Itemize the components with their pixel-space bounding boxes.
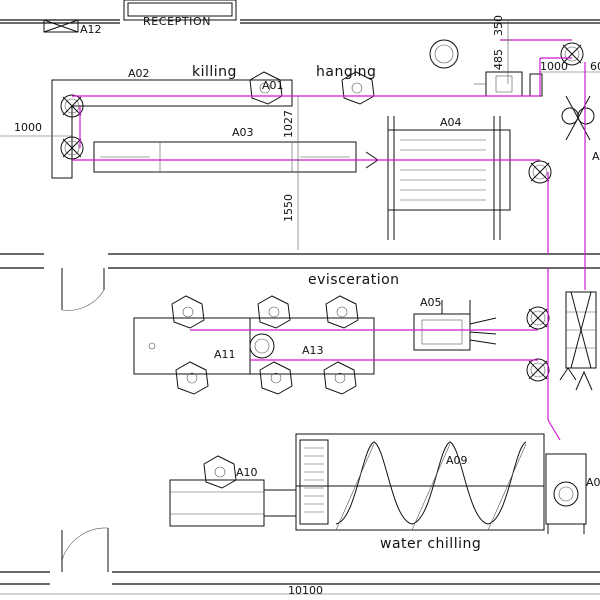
reception-area — [43, 0, 237, 33]
turn-wheel-1 — [60, 94, 84, 118]
dim-1000-left: 1000 — [14, 121, 42, 134]
feed-table-a10 — [169, 455, 297, 527]
zone-killing: killing — [192, 64, 237, 80]
label-a10: A10 — [236, 466, 258, 479]
killing-line — [51, 79, 357, 179]
label-a01: A01 — [262, 79, 284, 92]
door-evisceration — [61, 268, 105, 311]
dim-1550: 1550 — [282, 194, 295, 222]
zone-water-chilling: water chilling — [380, 536, 481, 552]
label-a02: A02 — [128, 67, 150, 80]
dimension-lines — [0, 20, 600, 595]
dim-10100: 10100 — [288, 584, 323, 597]
chiller-a09 — [295, 433, 545, 531]
chiller-drive — [545, 453, 587, 534]
zone-hanging: hanging — [316, 64, 376, 80]
zone-evisceration: evisceration — [308, 272, 400, 288]
door-chilling — [61, 527, 109, 572]
label-a0-edge: A0 — [586, 476, 600, 489]
workstation-evisc-5 — [259, 361, 293, 395]
label-a09: A09 — [446, 454, 468, 467]
workstation-evisc-1 — [171, 295, 205, 329]
workstation-evisc-6 — [323, 361, 357, 395]
dim-1000-right: 1000 — [540, 60, 568, 73]
wheel-evisc-1 — [526, 306, 550, 330]
walls — [0, 19, 600, 585]
label-a13: A13 — [302, 344, 324, 357]
plucker-unit — [429, 39, 543, 97]
dim-485: 485 — [492, 49, 505, 70]
machine-a05 — [413, 300, 497, 351]
workstation-evisc-3 — [325, 295, 359, 329]
overhead-rail — [72, 39, 586, 441]
workstation-evisc-4 — [175, 361, 209, 395]
dim-1027: 1027 — [282, 110, 295, 138]
evisceration-table — [133, 317, 375, 375]
wheel-top-right — [560, 42, 584, 66]
wheel-evisc-2 — [526, 358, 550, 382]
dim-60-edge: 60 — [590, 60, 600, 73]
label-a11: A11 — [214, 348, 236, 361]
label-a05: A05 — [420, 296, 442, 309]
workstation-evisc-2 — [257, 295, 291, 329]
label-a04: A04 — [440, 116, 462, 129]
turn-wheel-2 — [60, 136, 84, 160]
right-conveyor — [559, 291, 597, 391]
reception-label: RECEPTION — [143, 15, 211, 28]
label-a03: A03 — [232, 126, 254, 139]
wheel-a04-exit — [528, 160, 552, 184]
dim-350: 350 — [492, 15, 505, 36]
scalder-a04 — [365, 116, 522, 240]
hock-cutter — [561, 95, 595, 141]
label-a12: A12 — [80, 23, 102, 36]
label-a-edge: A — [592, 150, 600, 163]
